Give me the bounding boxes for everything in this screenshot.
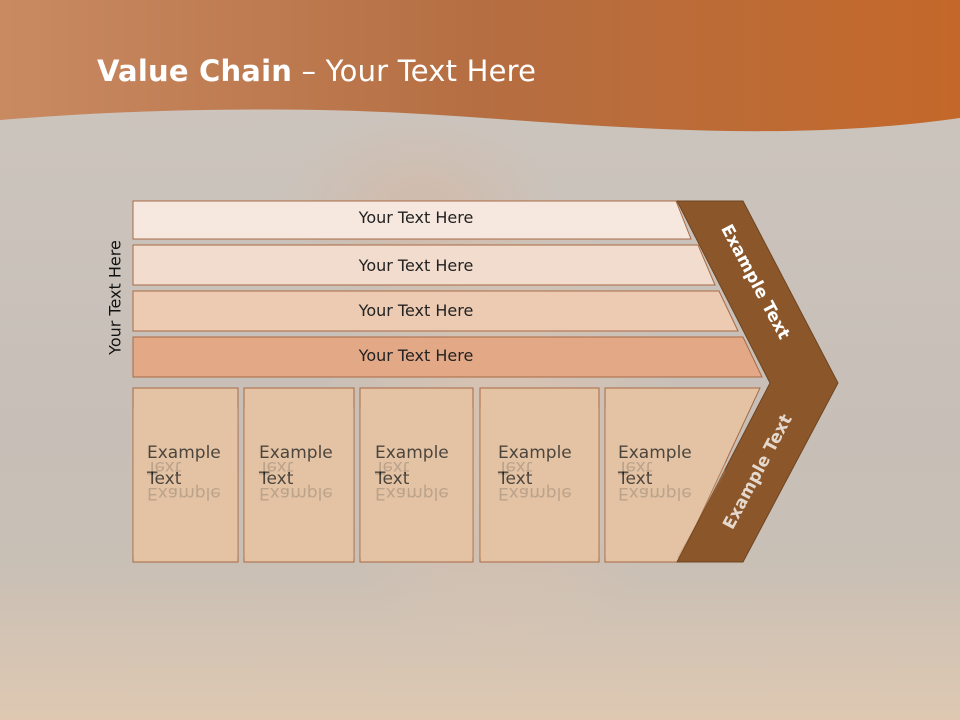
bar-3 [132, 290, 739, 332]
bar-1 [132, 200, 692, 240]
arrow-chevron [676, 200, 839, 563]
cell-1-box [132, 387, 239, 563]
page-title: Value Chain – Your Text Here [97, 54, 536, 88]
cell-3-box [359, 387, 474, 563]
bar-2-text: Your Text Here [358, 256, 474, 275]
bar-4 [132, 336, 763, 378]
header-band [0, 0, 960, 132]
cell-2-box [243, 387, 355, 563]
bar-3-text: Your Text Here [358, 301, 474, 320]
bar-4-text: Your Text Here [358, 346, 474, 365]
cell-4-box [479, 387, 600, 563]
title-rest: – Your Text Here [292, 54, 537, 88]
title-bold: Value Chain [97, 54, 293, 88]
bar-2 [132, 244, 716, 286]
bar-1-text: Your Text Here [358, 208, 474, 227]
background-fade [0, 560, 960, 720]
